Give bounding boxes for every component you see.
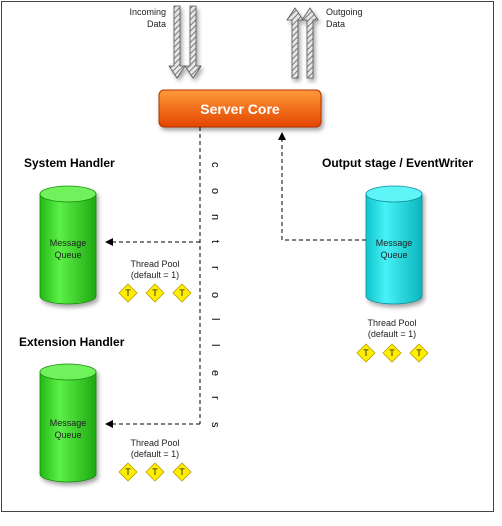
svg-text:T: T — [363, 348, 369, 358]
system-handler-title: System Handler — [24, 156, 115, 170]
extension-pool-line2: (default = 1) — [131, 449, 179, 459]
output-queue-line2: Queue — [380, 250, 407, 260]
system-pool-line2: (default = 1) — [131, 270, 179, 280]
thread-icon: T — [172, 283, 192, 303]
incoming-data-arrows — [168, 5, 202, 79]
output-stage-title: Output stage / EventWriter — [322, 156, 473, 170]
svg-text:T: T — [416, 348, 422, 358]
svg-text:T: T — [179, 467, 185, 477]
outgoing-label-line1: Outgoing — [326, 7, 363, 17]
system-queue-line1: Message — [50, 238, 87, 248]
extension-handler-queue — [39, 363, 97, 483]
thread-icon: T — [145, 283, 165, 303]
server-core-label: Server Core — [200, 101, 280, 117]
outgoing-data-arrows — [286, 7, 319, 79]
thread-icon: T — [172, 462, 192, 482]
extension-queue-line2: Queue — [54, 430, 81, 440]
output-pool-line1: Thread Pool — [367, 318, 416, 328]
output-feedback-connector — [278, 132, 366, 241]
thread-icon: T — [145, 462, 165, 482]
incoming-label-line1: Incoming — [129, 7, 166, 17]
system-queue-line2: Queue — [54, 250, 81, 260]
output-stage-queue — [365, 185, 423, 305]
controllers-connector — [105, 127, 201, 428]
svg-text:T: T — [152, 288, 158, 298]
thread-icon: T — [356, 343, 376, 363]
server-core-box: Server Core — [158, 89, 322, 128]
thread-icon: T — [118, 462, 138, 482]
thread-icon: T — [409, 343, 429, 363]
system-handler-queue — [39, 185, 97, 305]
outgoing-label-line2: Data — [326, 19, 345, 29]
svg-text:T: T — [125, 288, 131, 298]
output-queue-line1: Message — [376, 238, 413, 248]
svg-text:T: T — [152, 467, 158, 477]
system-pool-line1: Thread Pool — [130, 259, 179, 269]
output-pool-line2: (default = 1) — [368, 329, 416, 339]
output-thread-pool: T T T — [356, 343, 429, 363]
extension-queue-line1: Message — [50, 418, 87, 428]
incoming-label-line2: Data — [147, 19, 166, 29]
svg-text:T: T — [125, 467, 131, 477]
extension-pool-line1: Thread Pool — [130, 438, 179, 448]
system-thread-pool: T T T — [118, 283, 192, 303]
thread-icon: T — [118, 283, 138, 303]
svg-text:T: T — [389, 348, 395, 358]
extension-handler-title: Extension Handler — [19, 335, 125, 349]
thread-icon: T — [382, 343, 402, 363]
svg-text:T: T — [179, 288, 185, 298]
extension-thread-pool: T T T — [118, 462, 192, 482]
